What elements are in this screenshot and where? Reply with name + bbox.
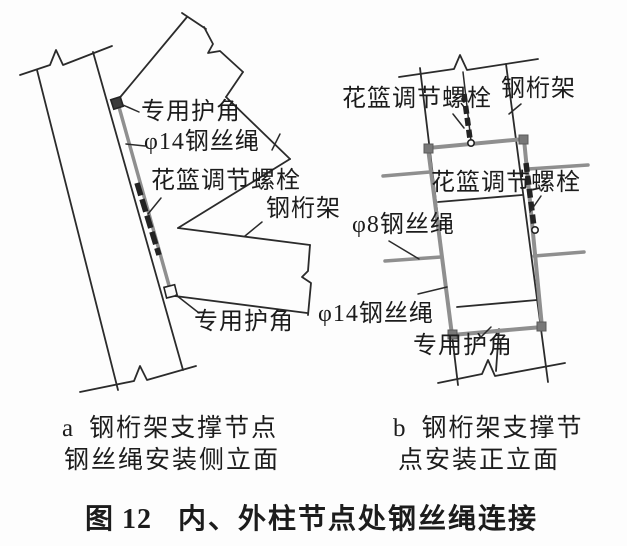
label-wire-rope-14-a: φ14钢丝绳 xyxy=(144,129,260,155)
caption-panel-b-line2: 点安装正立面 xyxy=(398,447,561,474)
caption-panel-a-line1: a 钢桁架支撑节点 xyxy=(62,408,278,444)
caption-panel-b-text1: 钢桁架支撑节 xyxy=(421,415,584,442)
panel-b-turnbuckle-right xyxy=(523,162,537,228)
panel-b-corner-guard-br-icon xyxy=(536,321,547,332)
label-wire-rope-14-b: φ14钢丝绳 xyxy=(318,301,434,327)
panel-b-corner-guard-tl-icon xyxy=(423,143,434,154)
panel-b-corner-guard-tr-icon xyxy=(518,134,529,145)
panel-a-turnbuckle xyxy=(134,182,162,256)
panel-a-wire-rope xyxy=(109,95,179,300)
label-steel-truss-b: 钢桁架 xyxy=(501,76,576,102)
label-corner-guard-b: 专用护角 xyxy=(413,333,513,359)
panel-a-leader-lines xyxy=(122,104,281,314)
label-corner-guard-bottom-a: 专用护角 xyxy=(194,309,294,335)
caption-panel-a-letter: a xyxy=(62,415,76,442)
figure-caption-number: 图 12 xyxy=(85,504,153,535)
label-turnbuckle-top-b: 花篮调节螺栓 xyxy=(342,86,492,112)
label-steel-truss-a: 钢桁架 xyxy=(266,196,341,222)
panel-b-leader-lines xyxy=(388,103,542,342)
panel-a-corner-guard-top-icon xyxy=(109,95,125,111)
caption-panel-a-text1: 钢桁架支撑节点 xyxy=(89,415,279,442)
panel-b-horizontal-wire-ropes xyxy=(381,163,590,263)
panel-a-truss xyxy=(116,12,312,316)
caption-panel-b-letter: b xyxy=(393,415,408,442)
figure-caption-title: 内、外柱节点处钢丝绳连接 xyxy=(178,504,539,535)
panel-b-turnbuckles xyxy=(461,71,539,235)
caption-panel-a-line2: 钢丝绳安装侧立面 xyxy=(64,447,281,474)
panel-a-column xyxy=(19,45,197,393)
panel-b-rope-loop xyxy=(423,134,547,340)
caption-panel-b-line1: b 钢桁架支撑节 xyxy=(393,408,584,444)
label-turnbuckle-mid-b: 花篮调节螺栓 xyxy=(431,170,581,196)
panel-b-turnbuckle-top xyxy=(461,93,473,140)
figure-caption: 图 12 内、外柱节点处钢丝绳连接 xyxy=(85,497,538,537)
panel-a-corner-guard-bottom-icon xyxy=(162,283,179,300)
label-turnbuckle-a: 花篮调节螺栓 xyxy=(151,168,301,194)
panel-b-corner-guard-bl-icon xyxy=(447,329,458,340)
label-wire-rope-8-b: φ8钢丝绳 xyxy=(352,212,455,238)
label-corner-guard-top-a: 专用护角 xyxy=(141,99,241,125)
